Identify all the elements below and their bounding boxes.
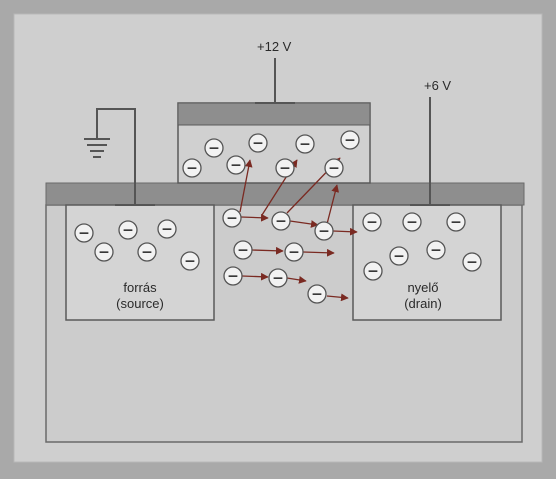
electron-icon: − (248, 133, 268, 153)
electron-icon: − (462, 252, 482, 272)
electron-icon: − (268, 268, 288, 288)
electron-icon: − (362, 212, 382, 232)
svg-text:−: − (237, 243, 249, 259)
electron-icon: − (180, 251, 200, 271)
svg-text:−: − (226, 211, 238, 227)
electron-icon: − (204, 138, 224, 158)
svg-text:−: − (98, 245, 110, 261)
electron-icon: − (307, 284, 327, 304)
arrow-icon (239, 159, 253, 213)
electron-icon: − (389, 246, 409, 266)
electron-icon: − (295, 134, 315, 154)
gate-metal-contact (177, 102, 371, 126)
svg-text:−: − (318, 224, 330, 240)
electron-icon: − (157, 219, 177, 239)
svg-text:−: − (184, 254, 196, 270)
electron-icon: − (402, 212, 422, 232)
electron-icon: − (426, 240, 446, 260)
arrow-icon (289, 220, 319, 228)
arrow-icon (240, 213, 269, 222)
svg-text:−: − (252, 136, 264, 152)
svg-text:−: − (450, 215, 462, 231)
svg-text:−: − (288, 245, 300, 261)
svg-text:−: − (366, 215, 378, 231)
electron-icon: − (233, 240, 253, 260)
electron-icon: − (271, 211, 291, 231)
svg-text:−: − (275, 214, 287, 230)
electrons: −−−−−−−−−−−−−−−−−−−−−−−−−−−−− (74, 130, 482, 304)
svg-text:−: − (430, 243, 442, 259)
svg-text:−: − (299, 137, 311, 153)
electron-icon: − (222, 208, 242, 228)
svg-text:−: − (328, 161, 340, 177)
source-ground-lead (96, 108, 136, 205)
svg-text:−: − (122, 223, 134, 239)
svg-text:−: − (161, 222, 173, 238)
electron-icon: − (446, 212, 466, 232)
svg-text:−: − (466, 255, 478, 271)
svg-text:−: − (311, 287, 323, 303)
electron-icon: − (340, 130, 360, 150)
electron-icon: − (275, 158, 295, 178)
oxide-layer (45, 182, 525, 206)
svg-text:−: − (344, 133, 356, 149)
svg-text:−: − (141, 245, 153, 261)
drain-voltage-label: +6 V (424, 78, 451, 93)
electron-icon: − (363, 261, 383, 281)
svg-text:−: − (227, 269, 239, 285)
electron-icon: − (94, 242, 114, 262)
arrow-icon (251, 246, 284, 255)
electron-icon: − (74, 223, 94, 243)
electron-icon: − (314, 221, 334, 241)
drain-label: nyelő (407, 280, 438, 295)
electron-icon: − (226, 155, 246, 175)
electron-icon: − (137, 242, 157, 262)
electron-icon: − (324, 158, 344, 178)
arrow-icon (332, 227, 358, 236)
drain-label-en: (drain) (404, 296, 442, 311)
svg-text:−: − (272, 271, 284, 287)
svg-text:−: − (230, 158, 242, 174)
svg-text:−: − (393, 249, 405, 265)
svg-text:−: − (406, 215, 418, 231)
svg-text:−: − (279, 161, 291, 177)
electron-icon: − (182, 158, 202, 178)
ground-symbol-icon (84, 138, 110, 158)
electron-icon: − (118, 220, 138, 240)
arrow-icon (286, 276, 307, 284)
arrow-icon (326, 184, 340, 225)
gate-voltage-label: +12 V (257, 39, 292, 54)
svg-text:−: − (367, 264, 379, 280)
svg-text:−: − (208, 141, 220, 157)
source-label: forrás (123, 280, 157, 295)
electron-icon: − (284, 242, 304, 262)
source-label-en: (source) (116, 296, 164, 311)
arrow-icon (326, 293, 349, 302)
arrow-icon (302, 248, 335, 257)
svg-text:−: − (186, 161, 198, 177)
svg-text:−: − (78, 226, 90, 242)
arrow-icon (241, 272, 269, 281)
electron-icon: − (223, 266, 243, 286)
